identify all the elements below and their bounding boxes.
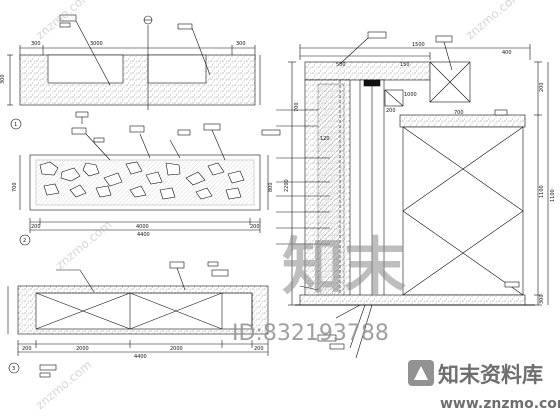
bot-dim-3: 2000 — [170, 346, 183, 352]
watermark-url: www.znzmo.com — [440, 396, 560, 412]
wm-diag-1: znzmo.com — [33, 0, 94, 42]
sec-dim-right-3: 300 — [539, 294, 545, 304]
sec-dim-top-right: 400 — [502, 50, 512, 56]
sec-dim-inner-1: 1000 — [404, 92, 417, 98]
bot-dim-total: 4400 — [134, 354, 147, 360]
bottom-elevation — [7, 261, 269, 378]
watermark-big-mark: 知末 — [282, 230, 406, 303]
mid-dim-200-right: 200 — [250, 224, 260, 230]
sec-dim-side-right: 700 — [294, 102, 300, 112]
mid-dim-200-left: 200 — [31, 224, 41, 230]
mid-dim-total: 4400 — [137, 232, 150, 238]
sec-dim-right-1: 1100 — [539, 185, 545, 198]
middle-elevation — [19, 123, 281, 246]
mid-dim-side-left: 700 — [12, 182, 18, 192]
sec-dim-inner-3: 120 — [320, 136, 330, 142]
bot-dim-4: 200 — [254, 346, 264, 352]
section-view — [276, 31, 549, 359]
wm-diag-2: znzmo.com — [463, 0, 524, 42]
sec-dim-sub-3: 700 — [454, 110, 464, 116]
sec-dim-sub-1: 500 — [336, 62, 346, 68]
watermark-logo — [408, 360, 434, 386]
wm-diag-4: znzmo.com — [53, 218, 114, 273]
sec-dim-side-left: 2200 — [284, 179, 290, 192]
bot-label-num: 3 — [12, 366, 15, 372]
sec-dim-right-2: 200 — [539, 82, 545, 92]
sec-dim-sub-2: 150 — [400, 62, 410, 68]
top-label-num: 1 — [14, 122, 17, 128]
mid-label-num: 2 — [23, 238, 26, 244]
top-dim-2: 3000 — [90, 41, 103, 47]
watermark-id: ID:832193788 — [232, 321, 389, 346]
sec-dim-top: 1500 — [412, 42, 425, 48]
mid-dim-side-right: 800 — [268, 182, 274, 192]
mid-dim-4000: 4000 — [136, 224, 149, 230]
top-dim-side: 300 — [0, 74, 6, 84]
bot-dim-2: 2000 — [76, 346, 89, 352]
top-elevation — [7, 14, 261, 130]
sec-dim-height: 1100 — [550, 189, 556, 202]
top-dim-1: 300 — [31, 41, 41, 47]
top-dim-3: 300 — [236, 41, 246, 47]
bot-dim-1: 200 — [22, 346, 32, 352]
watermark-brand: 知末资料库 — [438, 363, 543, 387]
sec-dim-inner-2: 200 — [386, 108, 396, 114]
